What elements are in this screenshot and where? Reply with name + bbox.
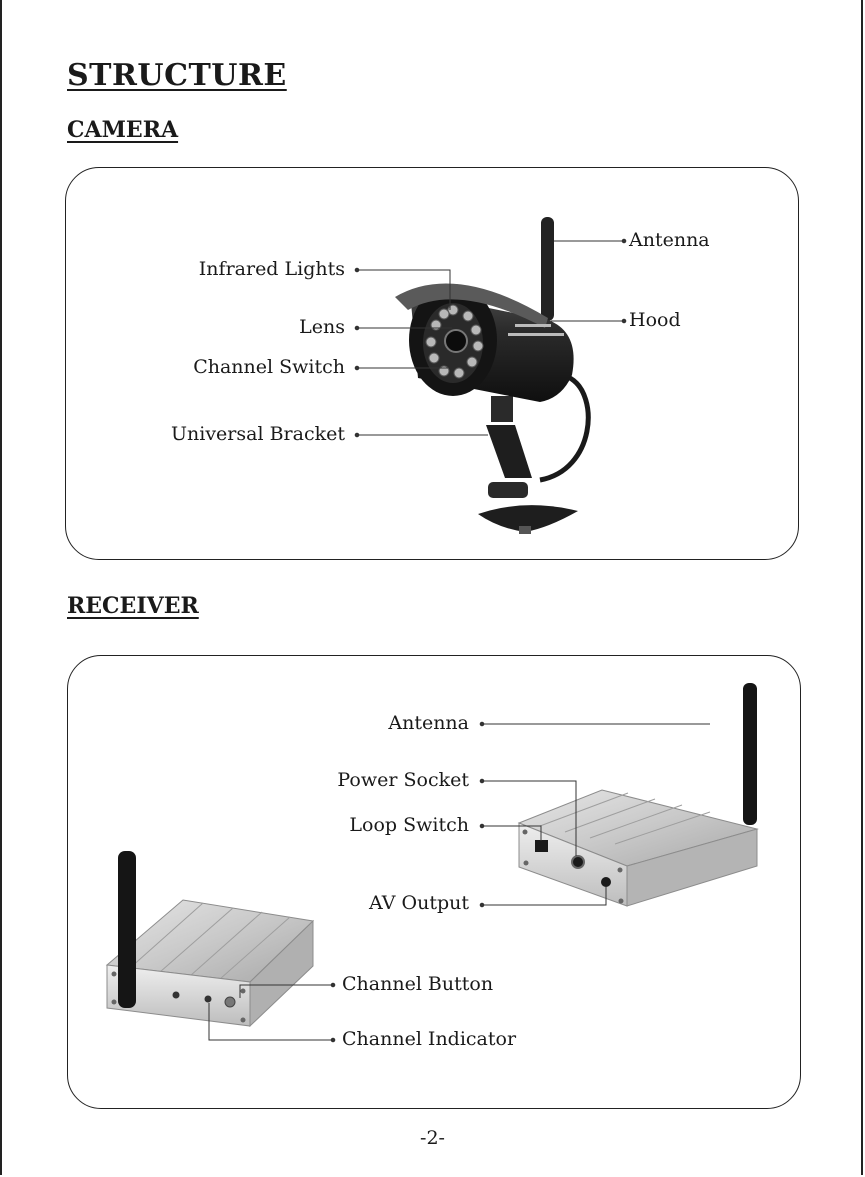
av-output-jack xyxy=(601,877,611,887)
label-av-output: AV Output xyxy=(369,892,469,914)
label-channel-indicator: Channel Indicator xyxy=(342,1028,516,1050)
page-number: -2- xyxy=(0,1127,865,1149)
receiver-front-illustration xyxy=(107,851,313,1026)
label-hood: Hood xyxy=(629,309,681,331)
receiver-back-illustration xyxy=(519,683,757,906)
label-lens: Lens xyxy=(299,316,345,338)
camera-illustration xyxy=(395,217,588,534)
label-channel-switch: Channel Switch xyxy=(193,356,345,378)
universal-bracket xyxy=(486,425,532,478)
channel-button xyxy=(225,997,235,1007)
label-channel-button: Channel Button xyxy=(342,973,493,995)
power-led xyxy=(173,992,180,999)
label-infrared-lights: Infrared Lights xyxy=(199,258,345,280)
label-loop-switch: Loop Switch xyxy=(349,814,469,836)
power-socket xyxy=(572,856,584,868)
receiver-antenna-front xyxy=(118,851,136,1008)
label-power-socket: Power Socket xyxy=(337,769,469,791)
channel-indicator-led xyxy=(205,996,212,1003)
loop-switch xyxy=(535,840,548,852)
camera-antenna xyxy=(541,217,554,321)
camera-lens xyxy=(445,330,467,352)
label-camera-antenna: Antenna xyxy=(629,229,710,251)
label-universal-bracket: Universal Bracket xyxy=(171,423,345,445)
receiver-antenna-back xyxy=(743,683,757,825)
label-receiver-antenna: Antenna xyxy=(388,712,469,734)
